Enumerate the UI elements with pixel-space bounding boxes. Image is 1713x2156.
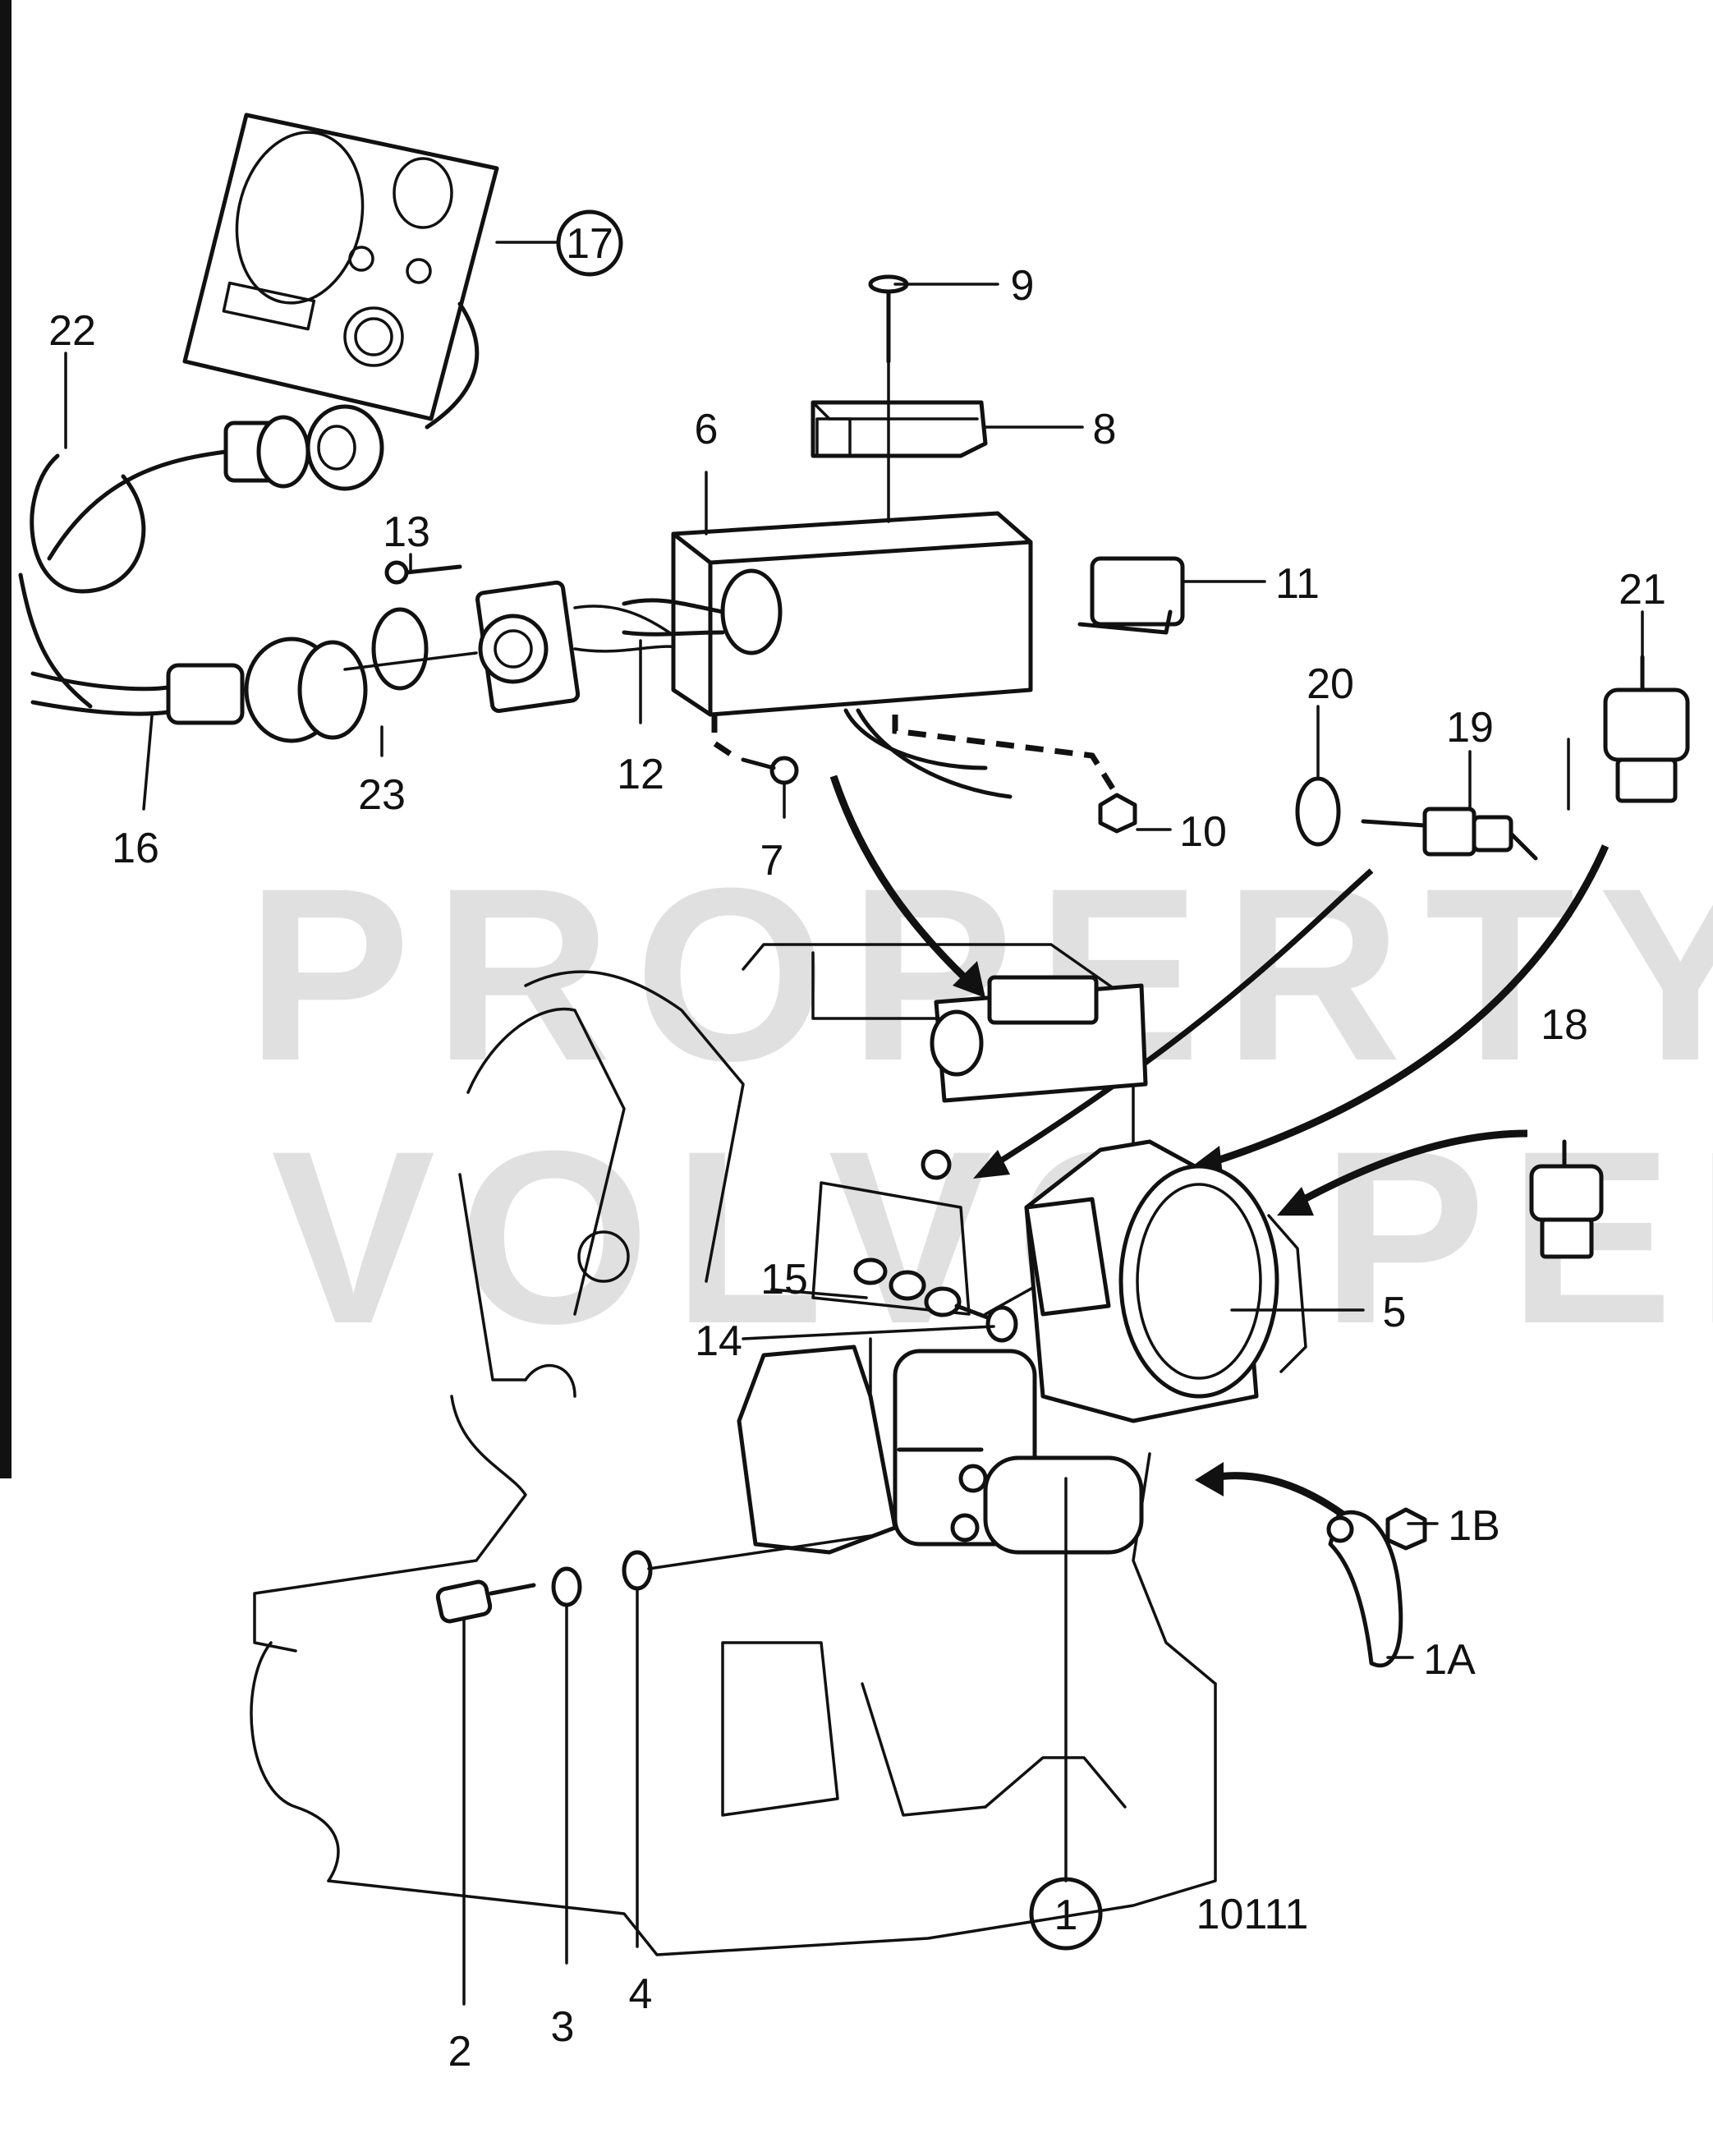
nut-10 <box>1098 793 1137 834</box>
mounted-control-box <box>921 975 1148 1180</box>
callout-5: 5 <box>1383 1289 1407 1336</box>
callout-8: 8 <box>1093 406 1117 453</box>
callout-1b: 1B <box>1448 1502 1500 1550</box>
callout-circle-17 <box>556 209 623 277</box>
callout-17: 17 <box>566 220 613 268</box>
callout-20: 20 <box>1307 660 1354 708</box>
leader-lines <box>64 241 1644 2006</box>
bolt-2-washers <box>435 1534 872 1624</box>
upper-connector <box>47 404 384 561</box>
callout-9: 9 <box>1011 262 1035 310</box>
callout-7: 7 <box>760 837 784 885</box>
callout-3: 3 <box>551 2003 575 2051</box>
instrument-panel <box>182 113 499 421</box>
callout-1a: 1A <box>1423 1636 1476 1684</box>
figure-number: 10111 <box>1196 1891 1309 1938</box>
callout-19: 19 <box>1446 704 1494 752</box>
callout-circle-1 <box>1029 1877 1103 1951</box>
callout-6: 6 <box>695 406 719 453</box>
callout-22: 22 <box>48 307 96 355</box>
callout-21: 21 <box>1619 566 1666 614</box>
callout-1: 1 <box>1054 1892 1078 1939</box>
callout-2: 2 <box>448 2028 472 2076</box>
screw-7 <box>741 756 799 785</box>
callout-13: 13 <box>383 508 430 556</box>
lower-connector <box>30 560 691 743</box>
sensor-19 <box>1361 807 1538 861</box>
callout-16: 16 <box>112 825 159 872</box>
bolt-14-15 <box>853 1257 1018 1343</box>
watermark: PROPERTY OF VOLVO PENTA <box>246 836 1713 1375</box>
relay <box>1077 556 1185 635</box>
scan-edge <box>0 0 11 1478</box>
callout-11: 11 <box>1275 560 1320 608</box>
starter-motor <box>737 1345 1144 1555</box>
control-box <box>622 511 1115 799</box>
callout-10: 10 <box>1179 808 1227 856</box>
callout-14: 14 <box>695 1317 742 1365</box>
cover-plate <box>811 400 988 458</box>
callout-4: 4 <box>629 1970 653 2018</box>
callout-18: 18 <box>1541 1001 1588 1049</box>
callout-12: 12 <box>617 751 664 798</box>
washer-20 <box>1295 776 1341 847</box>
sensor-21 <box>1603 655 1690 803</box>
screw-9 <box>868 274 909 523</box>
sensor-18 <box>1529 1139 1604 1259</box>
ground-strap <box>1326 1507 1427 1668</box>
alternator <box>1024 1139 1307 1423</box>
callout-15: 15 <box>760 1256 808 1303</box>
callout-23: 23 <box>358 771 406 819</box>
callout-labels: 17 1 22 9 8 6 13 11 21 20 19 12 23 10 16… <box>48 209 1666 2076</box>
arrows <box>829 775 1610 1527</box>
